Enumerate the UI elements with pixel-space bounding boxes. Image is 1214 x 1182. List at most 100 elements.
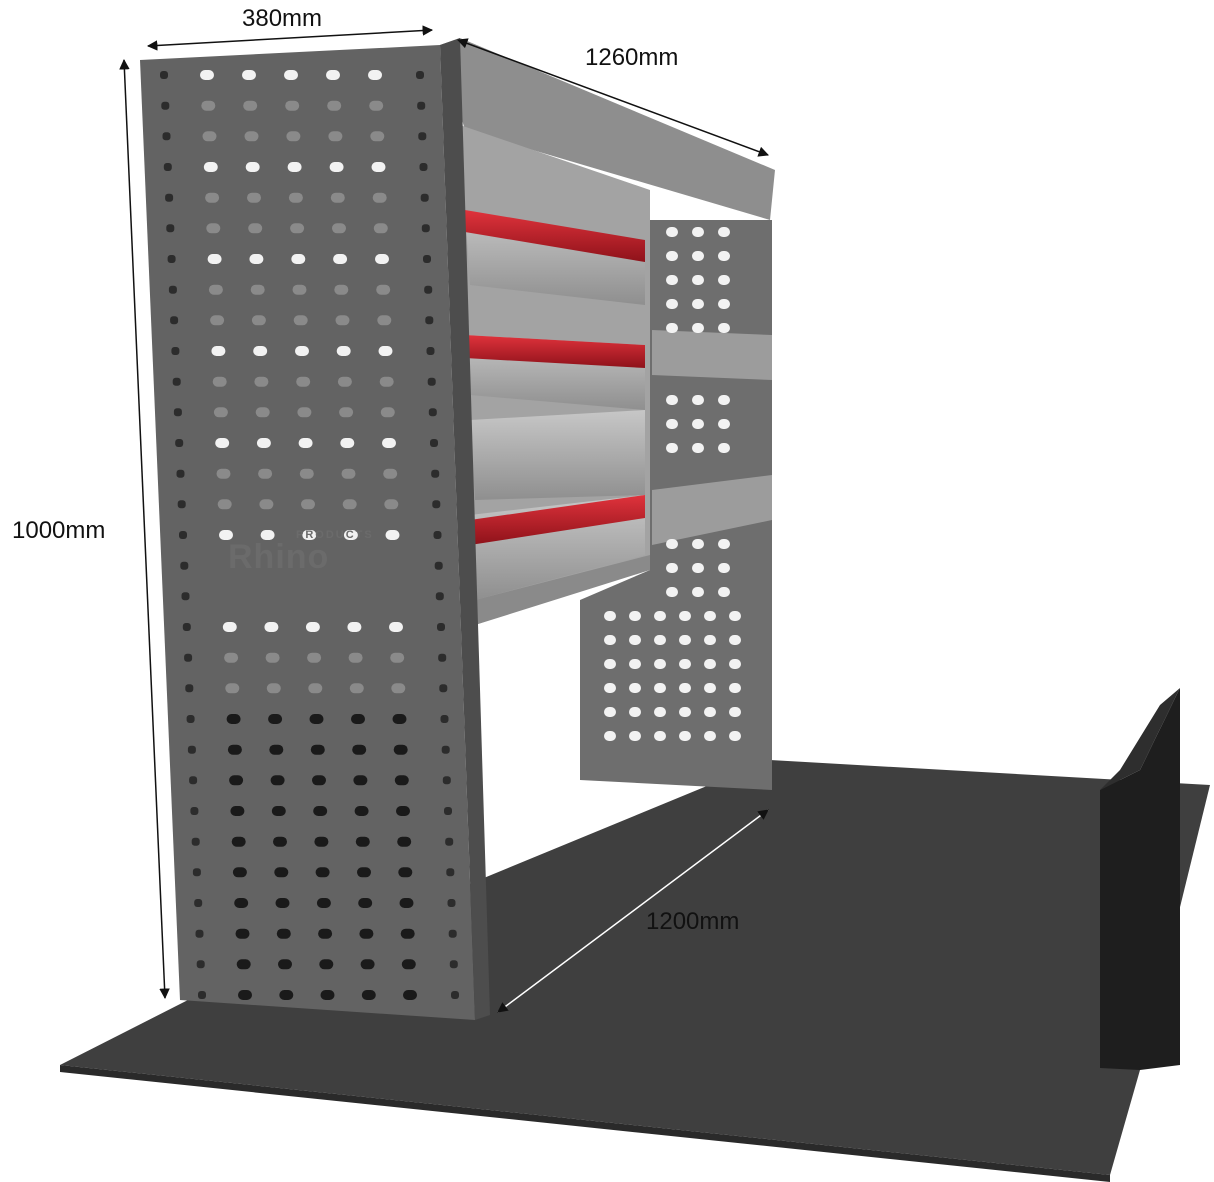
- perforation-hole: [692, 323, 704, 333]
- rear-shelf-2: [652, 475, 772, 545]
- edge-slot: [176, 469, 185, 478]
- perforation-hole: [391, 683, 406, 694]
- perforation-hole: [360, 959, 375, 970]
- perforation-hole: [219, 530, 233, 540]
- perforation-hole: [692, 227, 704, 237]
- drawer-1-handle: [465, 210, 645, 262]
- perforation-hole: [629, 731, 641, 741]
- perforation-hole: [704, 611, 716, 621]
- perforation-hole: [217, 499, 232, 510]
- perforation-hole: [297, 407, 312, 418]
- edge-slot: [163, 163, 172, 171]
- perforation-hole: [604, 683, 616, 693]
- edge-slot: [181, 592, 190, 601]
- edge-slot: [421, 224, 430, 233]
- length-label: 1260mm: [585, 44, 678, 71]
- perforation-hole: [225, 683, 240, 694]
- perforation-hole: [222, 622, 237, 632]
- perforation-hole: [679, 611, 691, 621]
- edge-slot: [432, 500, 441, 509]
- perforation-hole: [254, 376, 269, 387]
- edge-slot: [172, 377, 181, 386]
- edge-slot: [171, 347, 180, 355]
- perforation-hole: [248, 223, 263, 234]
- perforation-hole: [273, 836, 287, 847]
- perforation-hole: [376, 284, 391, 295]
- edge-slot: [196, 960, 205, 969]
- perforation-hole: [330, 192, 345, 203]
- perforation-hole: [629, 707, 641, 717]
- edge-slot: [419, 163, 428, 171]
- edge-slot: [444, 807, 452, 815]
- perforation-hole: [224, 652, 239, 663]
- perforation-hole: [265, 652, 280, 663]
- perforation-hole: [232, 867, 247, 878]
- perforation-hole: [236, 959, 251, 970]
- edge-slot: [439, 684, 448, 693]
- perforation-hole: [718, 419, 730, 429]
- perforation-hole: [353, 775, 368, 786]
- logo-brand: Rhino: [228, 538, 329, 576]
- perforation-hole: [258, 468, 273, 479]
- perforation-hole: [666, 539, 678, 549]
- perforation-hole: [270, 775, 285, 786]
- perforation-hole: [333, 254, 348, 264]
- depth-label: 380mm: [242, 5, 322, 32]
- perforation-hole: [206, 223, 221, 234]
- perforation-hole: [312, 775, 326, 786]
- perforation-hole: [203, 162, 218, 172]
- perforation-hole: [718, 251, 730, 261]
- logo-sub: PRODUCTS: [296, 529, 374, 541]
- perforation-hole: [215, 438, 230, 448]
- perforation-hole: [298, 438, 313, 448]
- perforation-hole: [212, 376, 227, 387]
- edge-slot: [440, 715, 449, 723]
- edge-slot: [417, 101, 426, 110]
- perforation-hole: [290, 223, 305, 234]
- edge-slot: [441, 745, 450, 754]
- perforation-hole: [629, 611, 641, 621]
- perforation-hole: [279, 990, 294, 1000]
- edge-slot: [447, 899, 456, 907]
- edge-slot: [185, 684, 194, 693]
- floor-depth-dimension-line: [497, 809, 769, 1013]
- perforation-hole: [368, 70, 382, 80]
- perforation-hole: [328, 131, 343, 142]
- perforation-hole: [370, 131, 385, 142]
- perforation-hole: [291, 254, 306, 264]
- perforation-hole: [666, 563, 678, 573]
- perforation-hole: [316, 898, 331, 908]
- perforation-hole: [718, 539, 730, 549]
- perforation-hole: [358, 898, 373, 908]
- perforation-hole: [372, 192, 387, 203]
- perforation-hole: [335, 315, 350, 326]
- perforation-hole: [401, 959, 416, 970]
- drawer-3: [470, 410, 645, 500]
- edge-slot: [431, 469, 440, 478]
- perforation-hole: [318, 928, 333, 939]
- perforation-hole: [348, 652, 363, 663]
- perforation-hole: [383, 468, 398, 479]
- perforation-hole: [296, 376, 311, 387]
- perforation-hole: [666, 275, 678, 285]
- perforation-hole: [347, 622, 362, 632]
- perforation-hole: [288, 192, 303, 203]
- perforation-hole: [375, 254, 389, 264]
- perforation-hole: [234, 898, 249, 908]
- perforation-hole: [355, 836, 370, 847]
- perforation-hole: [305, 622, 320, 632]
- brand-logo: Rhino PRODUCTS: [228, 529, 374, 576]
- edge-slot: [425, 316, 434, 325]
- edge-slot: [170, 316, 179, 325]
- edge-slot: [416, 71, 424, 79]
- perforation-hole: [307, 652, 322, 663]
- depth-dimension-line: [146, 25, 434, 51]
- edge-slot: [192, 868, 201, 877]
- perforation-hole: [654, 683, 666, 693]
- perforation-hole: [247, 192, 261, 203]
- perforation-hole: [704, 683, 716, 693]
- perforation-hole: [329, 162, 344, 172]
- perforation-hole: [692, 563, 704, 573]
- perforation-hole: [692, 443, 704, 453]
